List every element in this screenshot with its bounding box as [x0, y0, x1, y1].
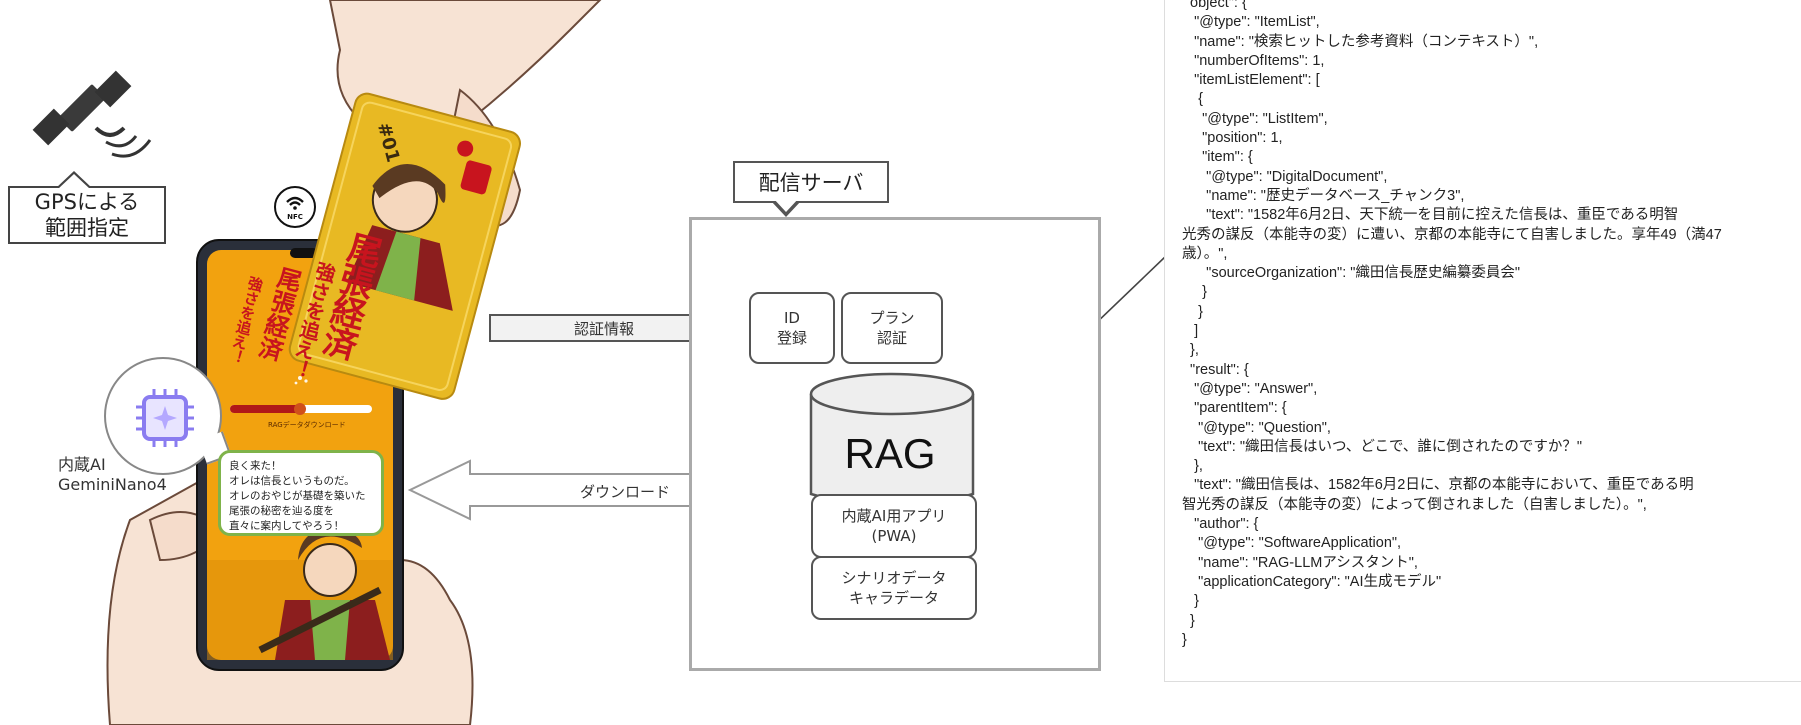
speech-line: オレは信長というものだ。 — [229, 475, 355, 487]
json-line: }, — [1182, 342, 1199, 359]
phone-illustration: #01 尾張経済 強さを追え！ 尾張経済 強さを追え！ RAGデータダウンロード… — [0, 0, 620, 725]
json-line: } — [1182, 303, 1203, 320]
scenario-data-box: シナリオデータ キャラデータ — [811, 556, 977, 620]
json-line: "@type": "DigitalDocument", — [1182, 168, 1388, 185]
character-speech-bubble: 良く来た！ オレは信長というものだ。 オレのおやじが基礎を築いた 尾張の秘密を辿… — [218, 450, 384, 536]
json-line: "name": "検索ヒットした参考資料（コンテキスト）", — [1182, 33, 1539, 50]
gps-label-tip — [56, 171, 92, 189]
plan-auth-box: プラン 認証 — [841, 292, 943, 364]
speech-line: 直々に案内してやろう！ — [229, 520, 345, 532]
json-line: "parentItem": { — [1182, 400, 1287, 417]
speech-line: オレのおやじが基礎を築いた — [229, 490, 366, 502]
nfc-card — [288, 92, 521, 400]
speech-line: 尾張の秘密を辿る度を — [229, 505, 334, 517]
json-ld-panel — [1164, 0, 1801, 682]
json-line: } — [1182, 593, 1199, 610]
auth-arrow-label: 認証情報 — [574, 320, 635, 338]
download-arrow-label: ダウンロード — [580, 483, 671, 501]
json-line: } — [1182, 284, 1207, 301]
json-line: "@type": "Answer", — [1182, 380, 1318, 397]
json-line: "author": { — [1182, 516, 1259, 533]
ai-chip-icon — [136, 389, 194, 447]
json-line: "name": "RAG-LLMアシスタント", — [1182, 554, 1418, 571]
json-line: ] — [1182, 323, 1199, 340]
gps-label-line2: 範囲指定 — [45, 216, 129, 240]
data-box-line2: キャラデータ — [848, 589, 939, 607]
pwa-app-box: 内蔵AI用アプリ (PWA) — [811, 494, 977, 558]
json-line: "result": { — [1182, 361, 1249, 378]
nfc-icon: NFC — [274, 186, 316, 228]
id-box-line1: ID — [784, 309, 800, 327]
ai-label-line2: GeminiNano4 — [58, 475, 167, 494]
server-title-tip — [771, 198, 801, 217]
json-line: "itemListElement": [ — [1182, 72, 1320, 89]
json-ld-code: object": { "@type": "ItemList", "name": … — [1182, 0, 1792, 650]
json-line: "@type": "Question", — [1182, 419, 1331, 436]
json-line: "name": "歴史データベース_チャンク3", — [1182, 187, 1465, 204]
plan-box-line2: 認証 — [876, 329, 907, 347]
json-line: "item": { — [1182, 149, 1253, 166]
json-line: "sourceOrganization": "織田信長歴史編纂委員会" — [1182, 265, 1521, 282]
gps-range-label: GPSによる 範囲指定 — [8, 171, 166, 244]
app-box-line2: (PWA) — [871, 527, 917, 545]
ai-label: 内蔵AI GeminiNano4 — [58, 455, 167, 495]
json-line: 歳）。", — [1182, 245, 1228, 262]
server-title-text: 配信サーバ — [758, 171, 864, 195]
json-line: 光秀の謀反（本能寺の変）に遭い、京都の本能寺にて自害しました。享年49（満47 — [1182, 226, 1722, 243]
json-line: "numberOfItems": 1, — [1182, 52, 1325, 69]
id-box-line2: 登録 — [776, 329, 807, 347]
id-registration-box: ID 登録 — [749, 292, 835, 364]
app-box-line1: 内蔵AI用アプリ — [841, 507, 947, 525]
json-line: "text": "織田信長はいつ、どこで、誰に倒されたのですか？" — [1182, 438, 1583, 455]
json-line: "position": 1, — [1182, 130, 1283, 147]
json-line: "@type": "SoftwareApplication", — [1182, 535, 1402, 552]
json-line: } — [1182, 631, 1187, 648]
json-line: "@type": "ItemList", — [1182, 14, 1320, 31]
rag-label: RAG — [844, 430, 936, 477]
json-line: { — [1182, 91, 1203, 108]
json-line: } — [1182, 612, 1195, 629]
json-line: "@type": "ListItem", — [1182, 110, 1328, 127]
download-caption: RAGデータダウンロード — [268, 421, 346, 429]
json-line: "text": "織田信長は、1582年6月2日に、京都の本能寺において、重臣で… — [1182, 477, 1694, 494]
ai-chip-bubble — [104, 357, 232, 475]
json-line: 智光秀の謀反（本能寺の変）によって倒されました（自害しました）。", — [1182, 496, 1647, 513]
json-line: "applicationCategory": "AI生成モデル" — [1182, 573, 1442, 590]
ai-label-line1: 内蔵AI — [58, 455, 106, 474]
data-box-line1: シナリオデータ — [841, 569, 947, 587]
speech-line: 良く来た！ — [229, 460, 282, 472]
server-title: 配信サーバ — [733, 161, 889, 217]
plan-box-line1: プラン — [869, 309, 915, 327]
illustration-svg — [32, 0, 602, 725]
json-line: }, — [1182, 458, 1203, 475]
json-line: "text": "1582年6月2日、天下統一を目前に控えた信長は、重臣である明… — [1182, 207, 1679, 224]
nfc-label: NFC — [287, 213, 303, 221]
gps-label-line1: GPSによる — [34, 190, 140, 214]
satellite-icon — [32, 70, 152, 158]
json-line: object": { — [1182, 0, 1247, 11]
